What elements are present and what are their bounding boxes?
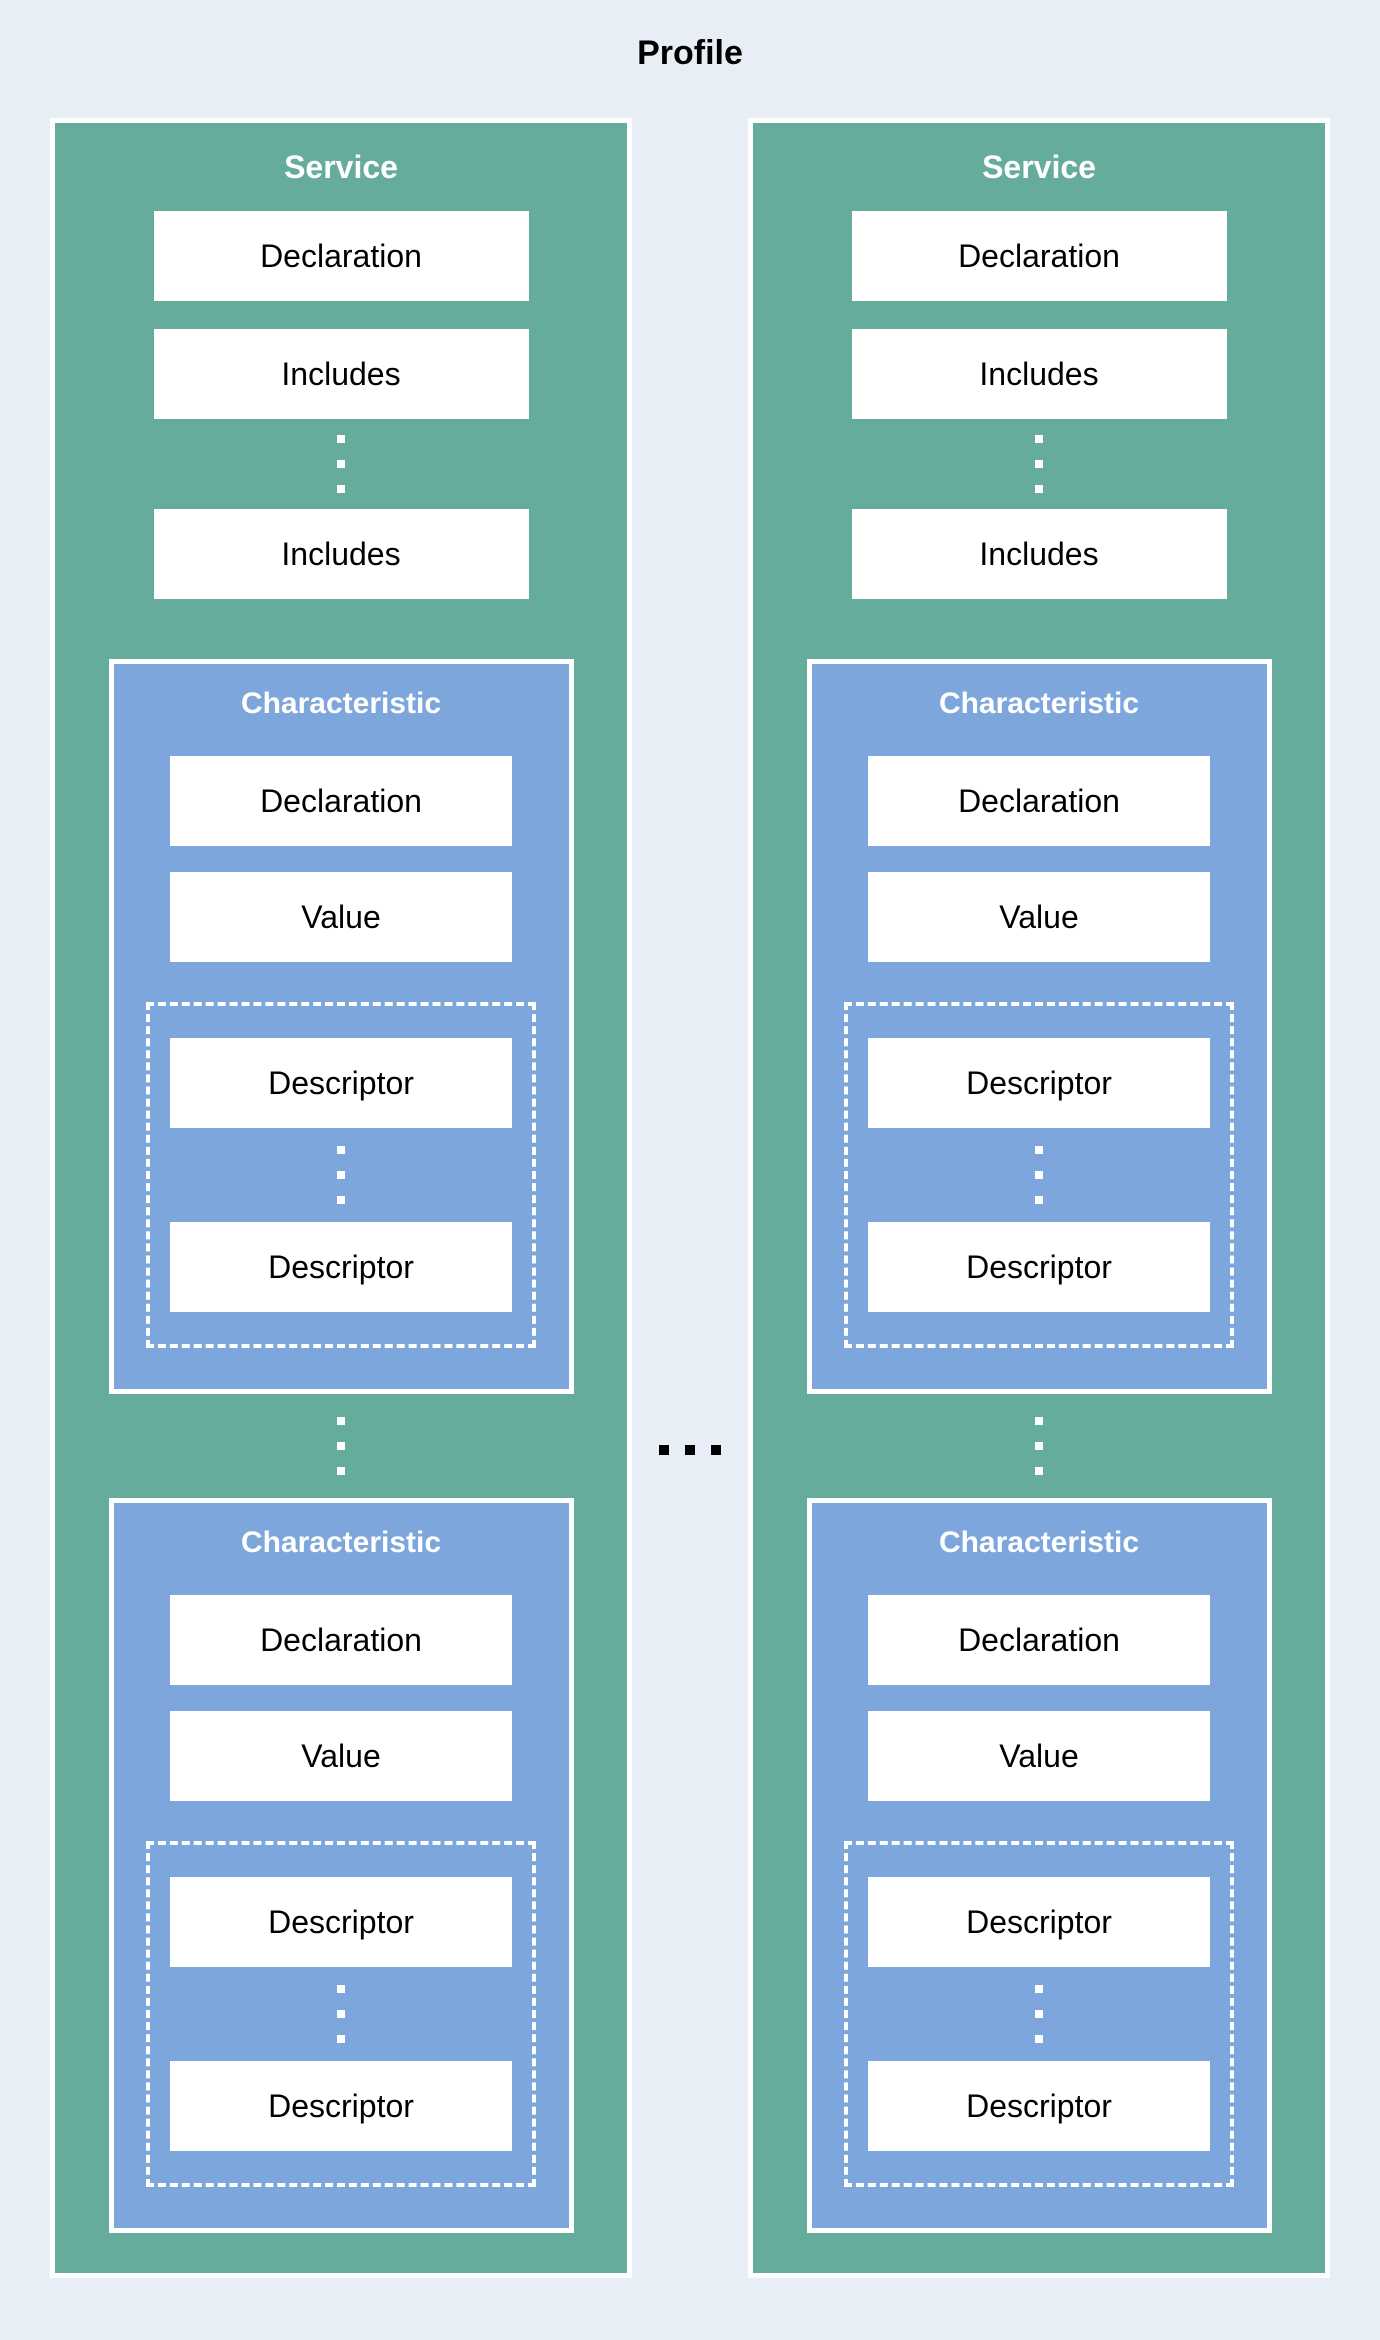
ellipsis-dot (1035, 1467, 1043, 1475)
vertical-ellipsis-icon (337, 1967, 345, 2061)
page-title: Profile (637, 34, 743, 72)
service-includes-box: Includes (851, 509, 1227, 599)
service-box: Service Declaration Includes Includes Ch… (748, 118, 1330, 2278)
characteristic-value-box: Value (170, 1711, 512, 1801)
characteristic-box: Characteristic Declaration Value Descrip… (806, 659, 1272, 1394)
ellipsis-dot (337, 435, 345, 443)
ellipsis-dot (337, 460, 345, 468)
descriptor-list: Descriptor Descriptor (844, 1002, 1234, 1348)
vertical-ellipsis-icon (337, 419, 345, 509)
service-includes-box: Includes (153, 509, 529, 599)
ellipsis-dot (337, 1171, 345, 1179)
ellipsis-dot (337, 2035, 345, 2043)
ellipsis-dot (337, 1196, 345, 1204)
ellipsis-dot (1035, 485, 1043, 493)
ellipsis-dot (1035, 435, 1043, 443)
ellipsis-dot (1035, 1196, 1043, 1204)
vertical-ellipsis-icon (1035, 1394, 1043, 1498)
ellipsis-dot (1035, 1985, 1043, 1993)
ellipsis-dot (685, 1445, 695, 1455)
descriptor-list: Descriptor Descriptor (146, 1841, 536, 2187)
characteristic-declaration-box: Declaration (170, 1595, 512, 1685)
characteristic-box: Characteristic Declaration Value Descrip… (108, 1498, 574, 2233)
characteristic-value-box: Value (868, 872, 1210, 962)
service-includes-box: Includes (851, 329, 1227, 419)
vertical-ellipsis-icon (337, 1128, 345, 1222)
service-title: Service (284, 148, 398, 185)
vertical-ellipsis-icon (1035, 1128, 1043, 1222)
descriptor-box: Descriptor (868, 1222, 1210, 1312)
characteristic-title: Characteristic (240, 1526, 442, 1559)
characteristic-declaration-box: Declaration (868, 1595, 1210, 1685)
descriptor-box: Descriptor (868, 1038, 1210, 1128)
characteristic-title: Characteristic (938, 687, 1140, 720)
ellipsis-dot (659, 1445, 669, 1455)
service-declaration-box: Declaration (851, 211, 1227, 301)
ellipsis-dot (1035, 1146, 1043, 1154)
ellipsis-dot (1035, 2010, 1043, 2018)
ellipsis-dot (1035, 1417, 1043, 1425)
characteristic-value-box: Value (868, 1711, 1210, 1801)
vertical-ellipsis-icon (337, 1394, 345, 1498)
ellipsis-dot (711, 1445, 721, 1455)
characteristic-declaration-box: Declaration (868, 756, 1210, 846)
ellipsis-dot (337, 485, 345, 493)
characteristic-title: Characteristic (938, 1526, 1140, 1559)
horizontal-ellipsis-icon (659, 1445, 721, 1455)
service-includes-box: Includes (153, 329, 529, 419)
ellipsis-dot (337, 1417, 345, 1425)
characteristic-declaration-box: Declaration (170, 756, 512, 846)
service-declaration-box: Declaration (153, 211, 529, 301)
descriptor-box: Descriptor (868, 2061, 1210, 2151)
ellipsis-dot (1035, 2035, 1043, 2043)
descriptor-box: Descriptor (170, 1222, 512, 1312)
descriptor-list: Descriptor Descriptor (844, 1841, 1234, 2187)
ellipsis-dot (337, 1442, 345, 1450)
service-title: Service (982, 148, 1096, 185)
ellipsis-dot (337, 1146, 345, 1154)
ellipsis-dot (1035, 1171, 1043, 1179)
characteristic-box: Characteristic Declaration Value Descrip… (806, 1498, 1272, 2233)
characteristic-title: Characteristic (240, 687, 442, 720)
descriptor-box: Descriptor (868, 1877, 1210, 1967)
ellipsis-dot (337, 2010, 345, 2018)
descriptor-list: Descriptor Descriptor (146, 1002, 536, 1348)
descriptor-box: Descriptor (170, 1877, 512, 1967)
ellipsis-dot (337, 1467, 345, 1475)
ellipsis-dot (1035, 460, 1043, 468)
characteristic-value-box: Value (170, 872, 512, 962)
vertical-ellipsis-icon (1035, 419, 1043, 509)
descriptor-box: Descriptor (170, 2061, 512, 2151)
ellipsis-dot (1035, 1442, 1043, 1450)
vertical-ellipsis-icon (1035, 1967, 1043, 2061)
ellipsis-dot (337, 1985, 345, 1993)
service-box: Service Declaration Includes Includes Ch… (50, 118, 632, 2278)
services-row: Service Declaration Includes Includes Ch… (0, 118, 1380, 2278)
characteristic-box: Characteristic Declaration Value Descrip… (108, 659, 574, 1394)
descriptor-box: Descriptor (170, 1038, 512, 1128)
